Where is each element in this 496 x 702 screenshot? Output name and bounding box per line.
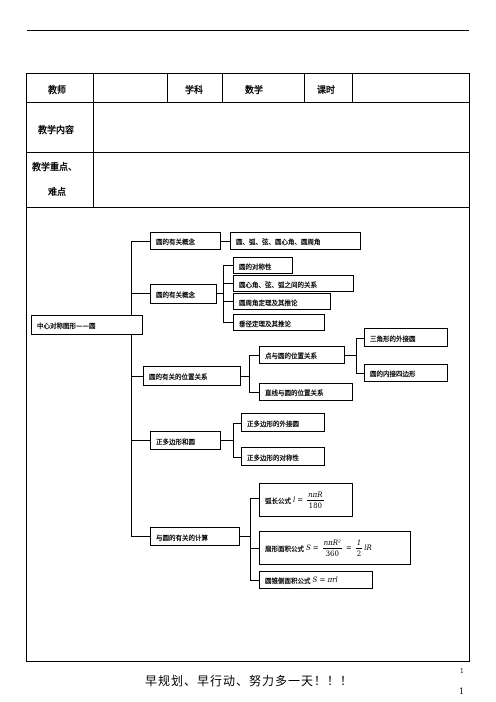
sector-area-label: 扇形面积公式 (265, 545, 304, 553)
connector (131, 293, 150, 294)
connector (131, 241, 150, 242)
leaf-central-angle-relation: 圆心角、弦、弧之间的关系 (233, 275, 354, 292)
col-divider (222, 73, 223, 103)
cone-formula: S = πrl (312, 576, 338, 584)
page-number: 1 (459, 687, 465, 696)
key-points-label: 教学重点、 (32, 163, 78, 173)
subject-label: 学科 (185, 86, 204, 96)
connector (249, 392, 259, 393)
connector (131, 440, 150, 441)
connector (250, 498, 251, 580)
connector (356, 373, 364, 374)
leaf-inscribed-angle-theorem: 圆周角定理及其推论 (233, 293, 331, 310)
header-rule (27, 30, 469, 31)
sector-fraction: nπR² 360 (322, 538, 342, 559)
branch-concepts-2: 圆的有关概念 (150, 284, 217, 304)
leaf-circle-terms: 圆、弧、弦、圆心角、圆周角 (230, 232, 361, 250)
branch-position-relations: 圆的有关的位置关系 (143, 366, 241, 386)
half-numerator: 1 (355, 538, 363, 549)
connector (223, 283, 233, 284)
branch-regular-polygons: 正多边形和圆 (150, 431, 221, 450)
sector-tail: lR (364, 544, 372, 552)
connector (223, 265, 233, 266)
sector-area-formula: 扇形面积公式 S = nπR² 360 = 1 2 lR (259, 531, 411, 565)
lesson-table (26, 73, 470, 662)
leaf-polygon-circumcircle: 正多边形的外接圆 (241, 413, 325, 432)
cone-area-label: 圆锥侧面积公式 (265, 577, 311, 585)
connector (249, 355, 250, 392)
connector (223, 322, 233, 323)
equals-sign: = (345, 544, 352, 552)
branch-calculations: 与圆的有关的计算 (150, 527, 240, 546)
footer-slogan: 早规划、早行动、努力多一天！！！ (145, 674, 354, 688)
connector (241, 376, 250, 377)
connector (221, 440, 234, 441)
connector (356, 338, 364, 339)
connector (250, 548, 259, 549)
connector (131, 376, 150, 377)
leaf-circumcircle: 三角形的外接圆 (364, 328, 448, 347)
half-fraction: 1 2 (355, 538, 363, 559)
branch-concepts-1: 圆的有关概念 (150, 232, 221, 250)
connector (250, 580, 259, 581)
arc-length-formula: 弧长公式 l = nπR 180 (259, 483, 353, 517)
root-node: 中心对称图形——圆 (31, 315, 143, 335)
arc-length-label: 弧长公式 (265, 497, 291, 505)
teaching-content-label: 教学内容 (38, 126, 75, 136)
cone-area-formula: 圆锥侧面积公式 S = πrl (259, 571, 373, 589)
connector (131, 241, 132, 536)
connector (221, 241, 231, 242)
connector (223, 301, 233, 302)
half-denominator: 2 (356, 549, 362, 558)
sub-line-circle: 直线与圆的位置关系 (259, 383, 353, 401)
sector-denominator: 360 (325, 549, 339, 558)
sub-point-circle: 点与圆的位置关系 (259, 346, 345, 364)
connector (240, 536, 251, 537)
leaf-cyclic-quadrilateral: 圆的内接四边形 (364, 364, 448, 382)
equals-sign: = (297, 496, 304, 504)
arc-denominator: 180 (308, 501, 322, 510)
difficulties-label: 难点 (48, 188, 67, 198)
sector-lhs: S (306, 544, 311, 552)
connector (233, 423, 241, 424)
leaf-polygon-symmetry: 正多边形的对称性 (241, 447, 325, 466)
connector (223, 265, 224, 323)
connector (250, 498, 259, 499)
connector (345, 355, 357, 356)
page-number-small: 1 (460, 668, 464, 675)
row1-bottom (26, 102, 470, 103)
sector-numerator: nπR² (322, 538, 342, 549)
col-divider (93, 73, 94, 208)
row3-bottom (26, 207, 470, 208)
period-label: 课时 (317, 86, 336, 96)
col-divider (352, 73, 353, 103)
row2-bottom (26, 152, 470, 153)
teacher-label: 教师 (48, 86, 67, 96)
connector (233, 457, 241, 458)
equals-sign: = (312, 544, 319, 552)
connector (249, 355, 259, 356)
col-divider (304, 73, 305, 103)
arc-length-fraction: nπR 180 (307, 490, 324, 511)
arc-length-lhs: l (293, 496, 296, 504)
leaf-symmetry: 圆的对称性 (233, 257, 293, 274)
arc-numerator: nπR (307, 490, 324, 501)
connector (131, 536, 150, 537)
col-divider (167, 73, 168, 103)
connector (217, 293, 224, 294)
leaf-perpendicular-diameter: 垂径定理及其推论 (233, 314, 325, 331)
subject-value: 数学 (245, 86, 264, 96)
